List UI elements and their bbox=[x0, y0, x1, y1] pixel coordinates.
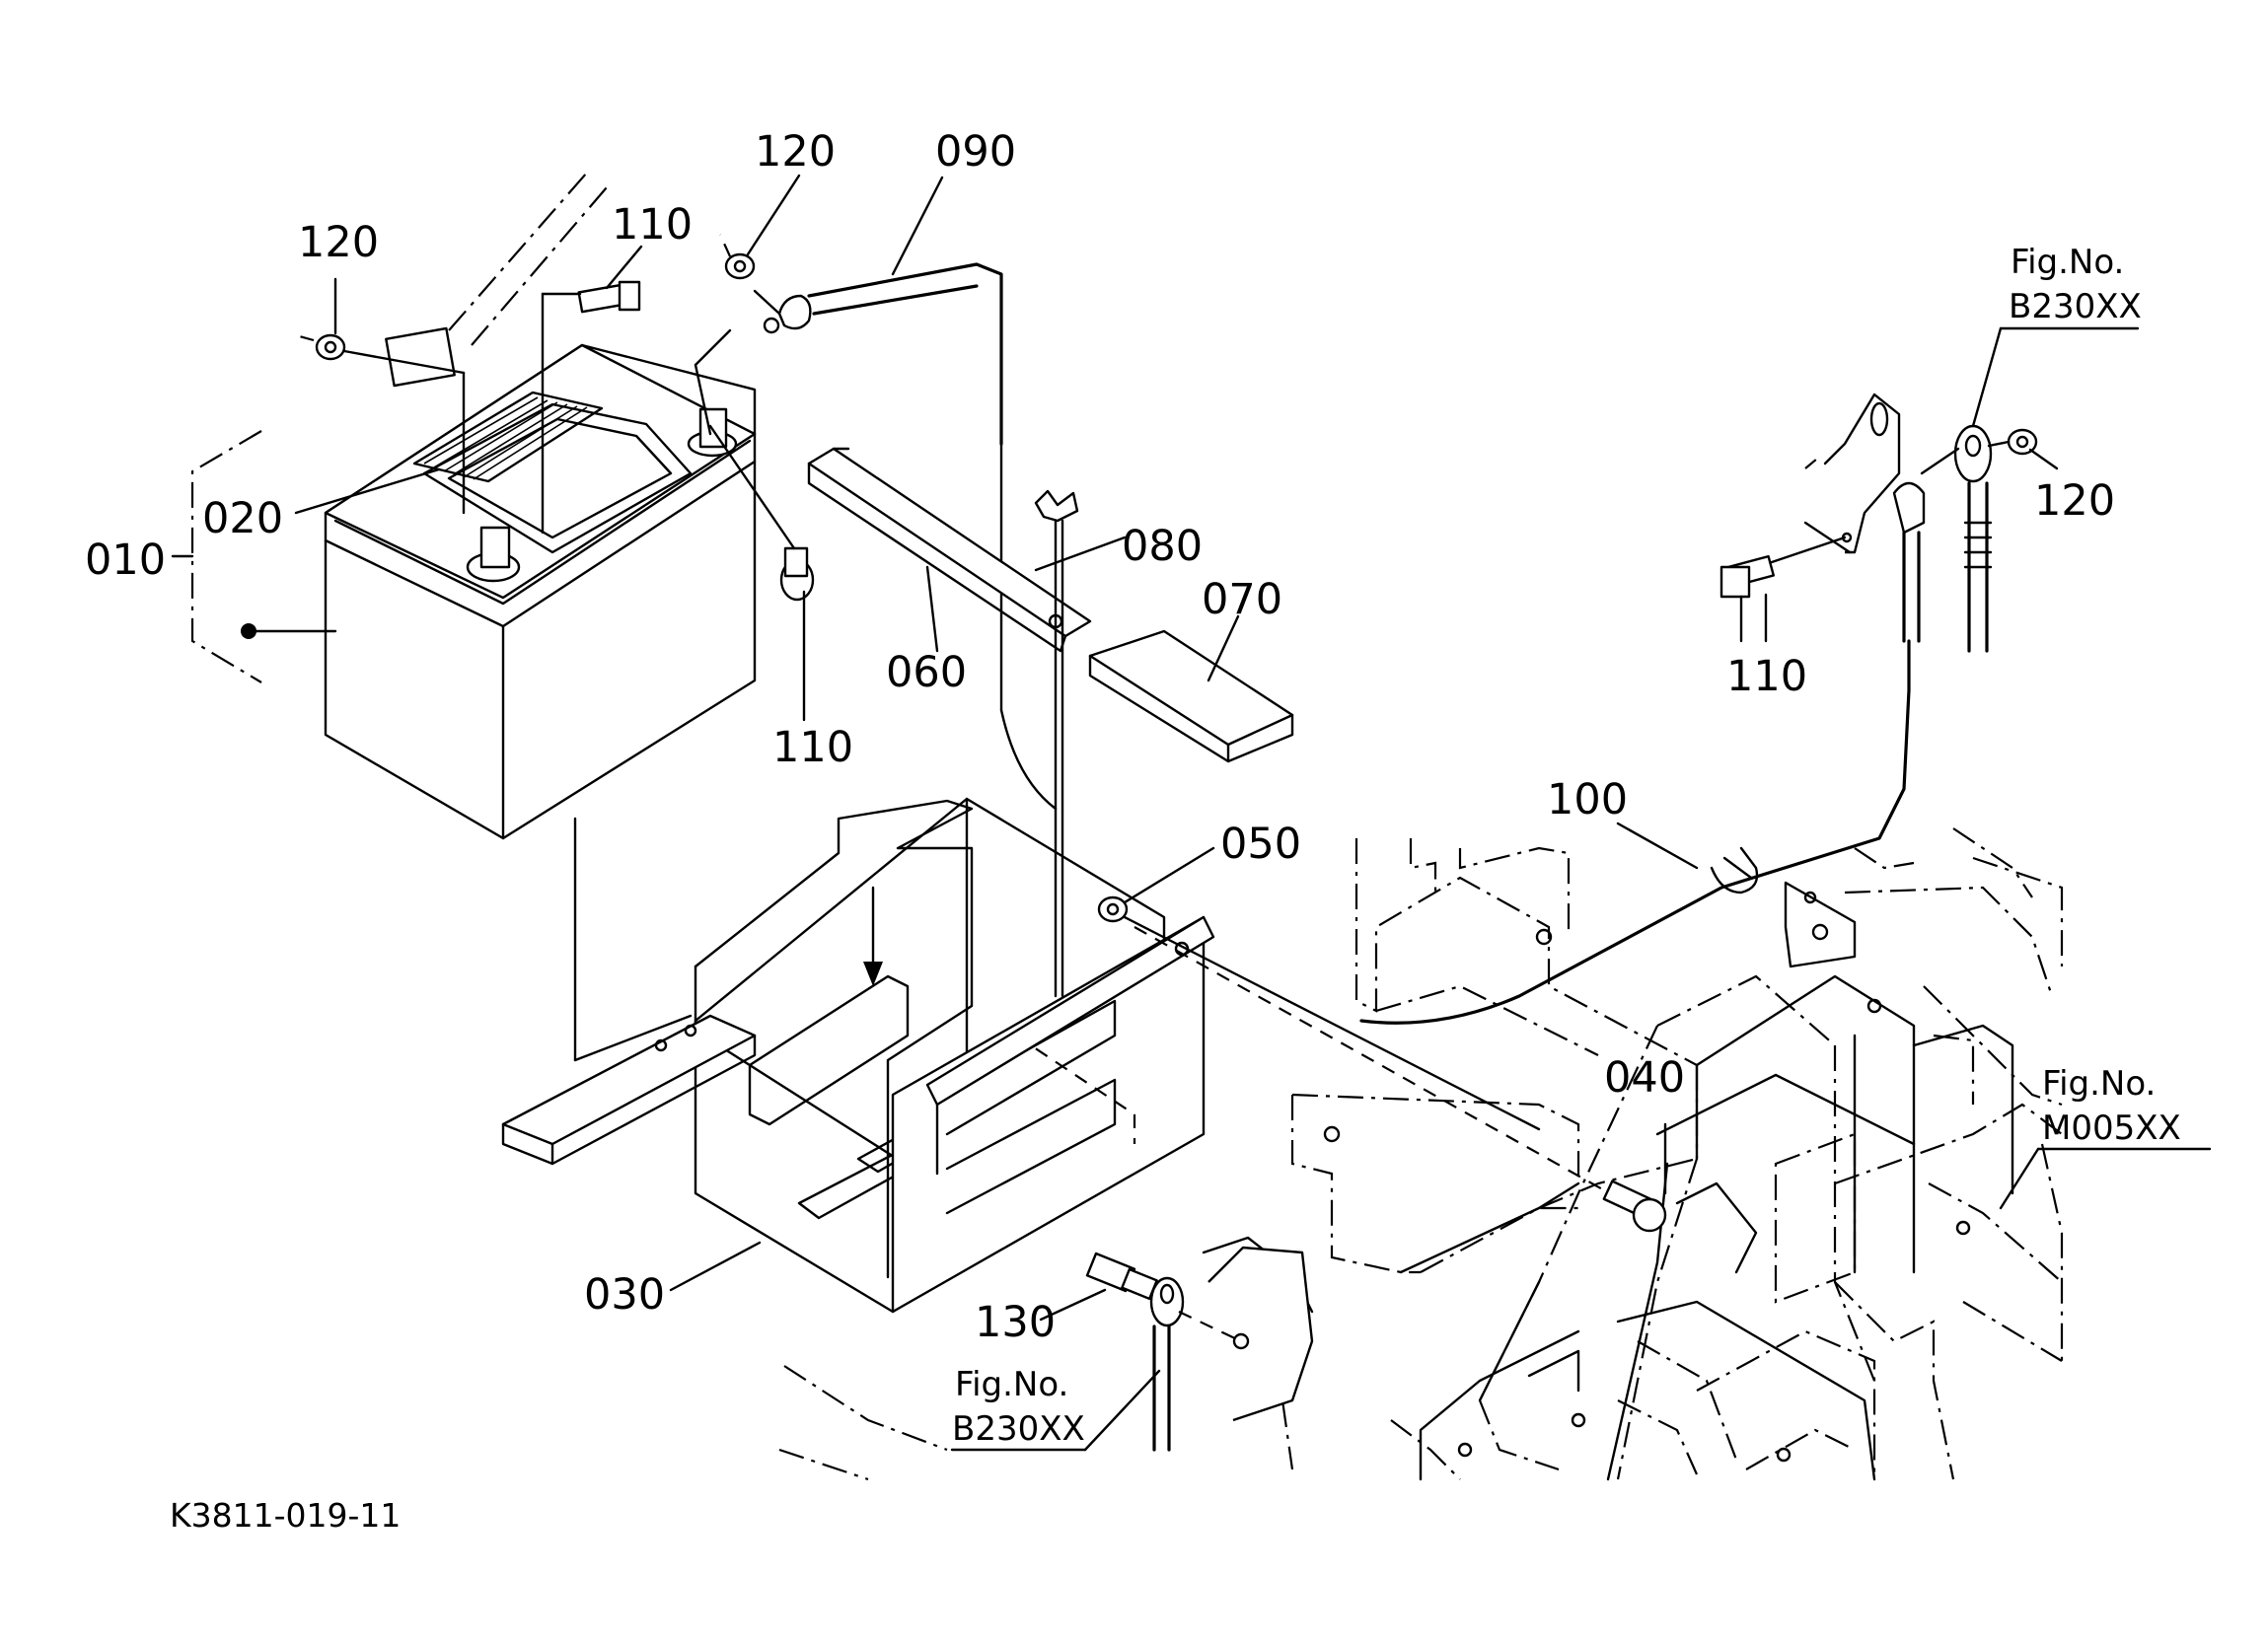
callout-120-left: 120 bbox=[298, 218, 379, 267]
fig-ref-m005xx-code: M005XX bbox=[2042, 1109, 2181, 1148]
fig-ref-b230xx-top-title: Fig.No. bbox=[2011, 243, 2124, 282]
callout-030: 030 bbox=[584, 1270, 665, 1320]
callout-100: 100 bbox=[1547, 775, 1628, 824]
callout-labels: 120 110 120 090 020 010 080 070 060 110 … bbox=[85, 127, 2115, 1347]
callout-060: 060 bbox=[886, 648, 967, 697]
battery-drawing bbox=[171, 172, 757, 840]
callout-040: 040 bbox=[1604, 1053, 1685, 1103]
callout-080: 080 bbox=[1122, 522, 1203, 571]
frame-drawing bbox=[778, 827, 2064, 1481]
fig-ref-b230xx-bottom-code: B230XX bbox=[952, 1409, 1085, 1449]
figure-references: Fig.No. B230XX Fig.No. M005XX Fig.No. B2… bbox=[952, 243, 2181, 1449]
hardware-drawing bbox=[295, 234, 1058, 811]
bolt-130 bbox=[1085, 1246, 1314, 1452]
ground-cable-drawing bbox=[1359, 393, 2038, 1025]
callout-120-top: 120 bbox=[755, 127, 836, 177]
callout-070: 070 bbox=[1202, 575, 1282, 624]
leader-lines bbox=[294, 174, 2212, 1452]
callout-110-mid: 110 bbox=[772, 723, 853, 772]
fig-ref-b230xx-top-code: B230XX bbox=[2009, 287, 2142, 326]
holddown-drawing bbox=[807, 447, 1294, 998]
callout-010: 010 bbox=[85, 536, 166, 585]
drawing-code: K3811-019-11 bbox=[170, 1496, 401, 1535]
bolt-040 bbox=[1134, 926, 1667, 1233]
tray-drawing bbox=[501, 797, 1215, 1314]
callout-020: 020 bbox=[202, 494, 283, 543]
fig-ref-b230xx-bottom-title: Fig.No. bbox=[955, 1365, 1068, 1404]
fig-ref-m005xx-title: Fig.No. bbox=[2042, 1064, 2156, 1104]
callout-090: 090 bbox=[935, 127, 1016, 177]
callout-120-right: 120 bbox=[2034, 476, 2115, 526]
callout-050: 050 bbox=[1220, 820, 1301, 869]
nut-050 bbox=[1097, 895, 1541, 1131]
callout-110-top: 110 bbox=[612, 200, 693, 250]
callout-130: 130 bbox=[975, 1298, 1056, 1347]
callout-110-right: 110 bbox=[1726, 652, 1807, 701]
